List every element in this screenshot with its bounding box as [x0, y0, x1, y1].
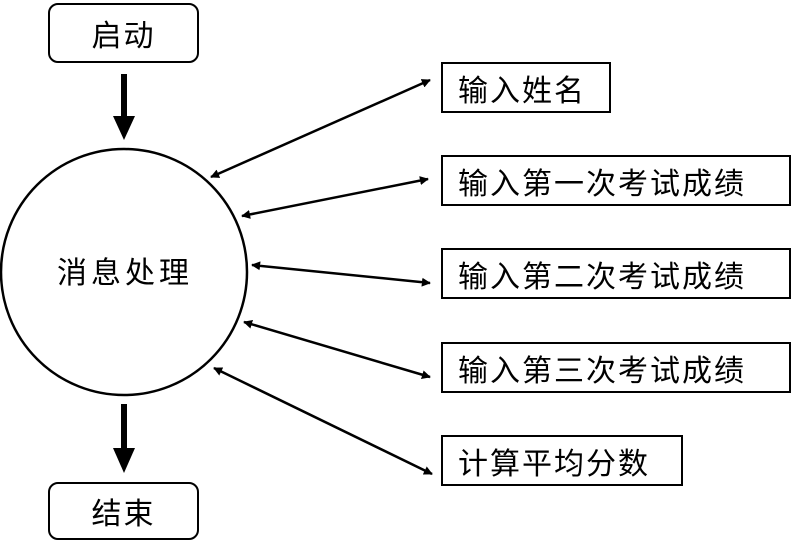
process-to-end-arrow [113, 404, 135, 473]
input-name-box: 输入姓名 [441, 62, 611, 113]
start-to-process-arrow [113, 74, 135, 140]
input-score2-box: 输入第二次考试成绩 [441, 248, 791, 299]
input-score3-label: 输入第三次考试成绩 [458, 353, 746, 389]
connector-input-score3 [243, 319, 431, 380]
connector-average [213, 366, 433, 476]
input-score1-label: 输入第一次考试成绩 [458, 166, 746, 202]
average-label: 计算平均分数 [458, 446, 650, 482]
connector-input-score1 [241, 176, 429, 219]
input-score2-label: 输入第二次考试成绩 [458, 259, 746, 295]
end-label: 结束 [91, 497, 156, 532]
input-score3-box: 输入第三次考试成绩 [441, 342, 791, 393]
input-name-label: 输入姓名 [458, 73, 586, 109]
input-score1-box: 输入第一次考试成绩 [441, 155, 791, 206]
start-label: 启动 [91, 19, 156, 54]
end-node: 结束 [48, 482, 199, 540]
connector-input-name [210, 78, 431, 179]
process-circle [0, 147, 249, 397]
start-node: 启动 [48, 3, 199, 63]
connector-input-score2 [251, 261, 431, 287]
process-label: 消息处理 [57, 256, 193, 291]
average-box: 计算平均分数 [441, 435, 683, 486]
